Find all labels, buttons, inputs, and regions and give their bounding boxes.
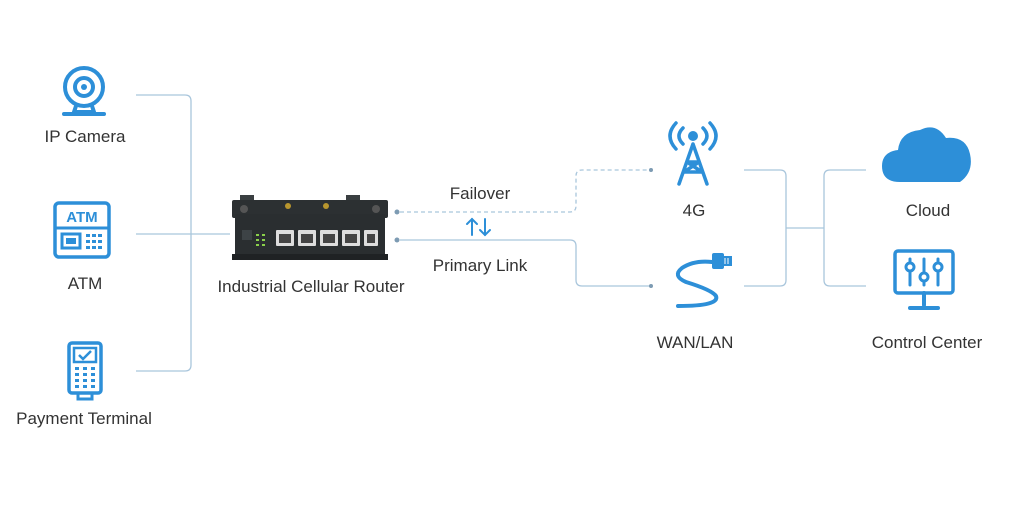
router-label: Industrial Cellular Router (217, 277, 405, 296)
atm-icon-text: ATM (66, 209, 97, 226)
atm-label: ATM (67, 274, 103, 293)
destination-bus-line (823, 169, 866, 287)
up-down-arrows-icon (466, 217, 491, 237)
failover-end-dot (649, 168, 653, 172)
atm-icon: ATM (53, 201, 111, 259)
ethernet-cable-icon (675, 253, 732, 308)
control-monitor-icon (893, 249, 955, 310)
failover-line (400, 169, 651, 213)
failover-port-dot (394, 209, 400, 215)
device-bus-line (136, 94, 192, 372)
pos-terminal-icon (67, 341, 103, 401)
cloud-label: Cloud (905, 201, 951, 220)
primary-link-label: Primary Link (432, 256, 528, 275)
4g-label: 4G (682, 201, 706, 220)
ip-camera-label: IP Camera (44, 127, 126, 146)
failover-label: Failover (449, 184, 511, 203)
primary-end-dot (649, 284, 653, 288)
network-bus-line (744, 169, 787, 287)
control-center-label: Control Center (871, 333, 983, 352)
wan-lan-label: WAN/LAN (656, 333, 734, 352)
payment-terminal-label: Payment Terminal (16, 409, 152, 428)
webcam-icon (62, 66, 106, 116)
cloud-icon (882, 127, 971, 182)
cell-tower-icon (668, 121, 718, 186)
primary-port-dot (394, 237, 400, 243)
router-icon (232, 195, 388, 260)
primary-link-line (400, 239, 651, 287)
